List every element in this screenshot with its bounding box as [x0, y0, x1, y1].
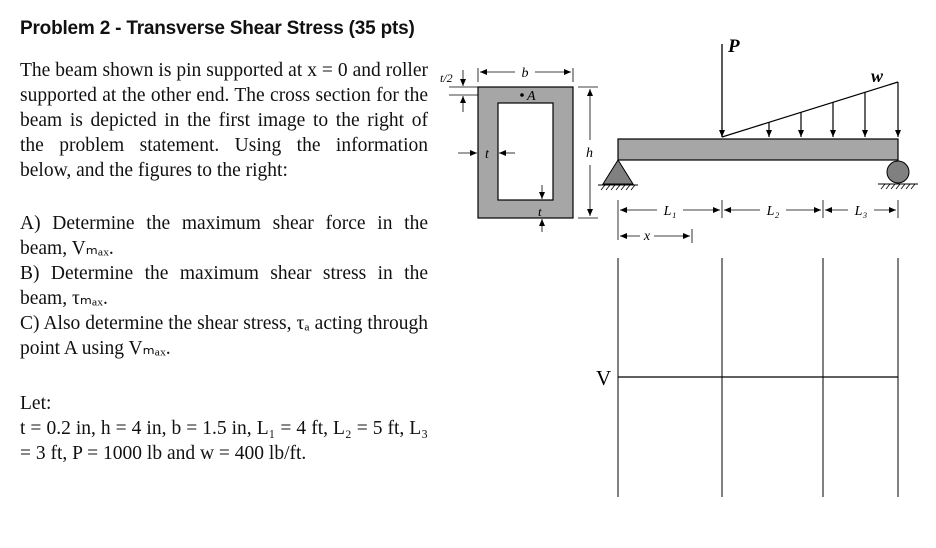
label-l2: L₂ [766, 204, 780, 219]
pin-support [602, 159, 634, 185]
label-w: w [871, 66, 884, 86]
part-c: C) Also determine the shear stress, τₐ a… [20, 313, 428, 359]
distributed-load-outline [721, 81, 899, 138]
pin-ground-hatch [600, 184, 636, 191]
label-l1: L₁ [663, 204, 677, 219]
part-b: B) Determine the maximum shear stress in… [20, 263, 428, 309]
section-inner [497, 102, 554, 201]
label-b: b [522, 66, 529, 81]
label-t-side: t [485, 147, 490, 162]
let-label: Let: [20, 393, 52, 414]
problem-title: Problem 2 - Transverse Shear Stress (35 … [20, 18, 415, 39]
beam-diagram: P w L₁ L₂ L₃ x [598, 36, 918, 244]
label-t-bottom: t [538, 204, 542, 219]
statement-text: The beam shown is pin supported at x = 0… [20, 60, 428, 181]
problem-parts: A) Determine the maximum shear force in … [20, 211, 428, 361]
label-t-half: t/2 [440, 71, 453, 85]
givens-text: t = 0.2 in, h = 4 in, b = 1.5 in, L₁ = 4… [20, 418, 428, 464]
roller-ground-hatch [880, 183, 916, 190]
label-l3: L₃ [854, 204, 868, 219]
shear-diagram: V [596, 258, 899, 497]
part-a: A) Determine the maximum shear force in … [20, 213, 428, 259]
label-a: A [526, 89, 536, 104]
roller-support [886, 160, 910, 184]
point-a-marker [520, 93, 524, 97]
label-p: P [727, 36, 740, 57]
cross-section: b A t/2 t t h [440, 66, 598, 232]
given-values: Let: t = 0.2 in, h = 4 in, b = 1.5 in, L… [20, 391, 428, 466]
label-v: V [596, 366, 611, 390]
label-x: x [643, 229, 651, 244]
label-h: h [586, 146, 593, 161]
beam [617, 138, 899, 161]
problem-statement: The beam shown is pin supported at x = 0… [20, 58, 428, 183]
